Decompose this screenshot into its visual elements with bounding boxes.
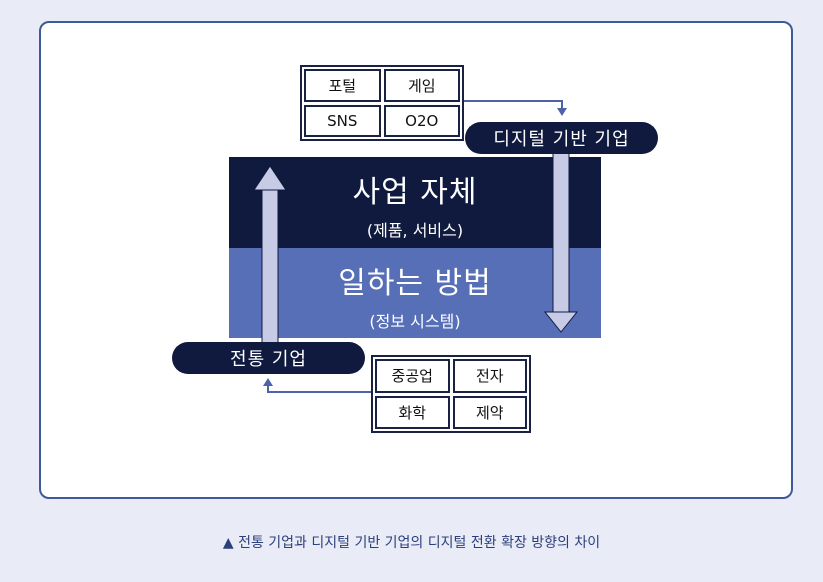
sector-cell-chemical: 화학 (375, 395, 450, 429)
figure-caption: ▲ 전통 기업과 디지털 기반 기업의 디지털 전환 확장 방향의 차이 (222, 535, 601, 551)
traditional-connector-icon (267, 384, 373, 393)
sector-cell-sns: SNS (304, 104, 381, 137)
sector-cell-portal: 포털 (304, 69, 381, 102)
up-arrow-icon (253, 165, 287, 349)
digital-sector-grid: 포털 게임 SNS O2O (300, 65, 464, 141)
traditional-company-label: 전통 기업 (172, 342, 365, 374)
digital-connector-icon (462, 100, 563, 110)
sector-cell-o2o: O2O (383, 104, 460, 137)
way-of-working-title: 일하는 방법 (338, 266, 492, 301)
traditional-sector-grid: 중공업 전자 화학 제약 (371, 355, 531, 433)
down-arrow-icon (543, 151, 579, 333)
sector-cell-pharma: 제약 (452, 395, 527, 429)
digital-company-label: 디지털 기반 기업 (465, 122, 658, 154)
business-itself-block: 사업 자체 (제품, 서비스) (229, 157, 601, 248)
way-of-working-block: 일하는 방법 (정보 시스템) (229, 248, 601, 338)
sector-cell-electronics: 전자 (452, 359, 527, 393)
business-itself-title: 사업 자체 (352, 175, 478, 210)
business-itself-subtitle: (제품, 서비스) (366, 221, 464, 240)
sector-cell-game: 게임 (383, 69, 460, 102)
sector-cell-heavy-industry: 중공업 (375, 359, 450, 393)
way-of-working-subtitle: (정보 시스템) (369, 312, 461, 331)
